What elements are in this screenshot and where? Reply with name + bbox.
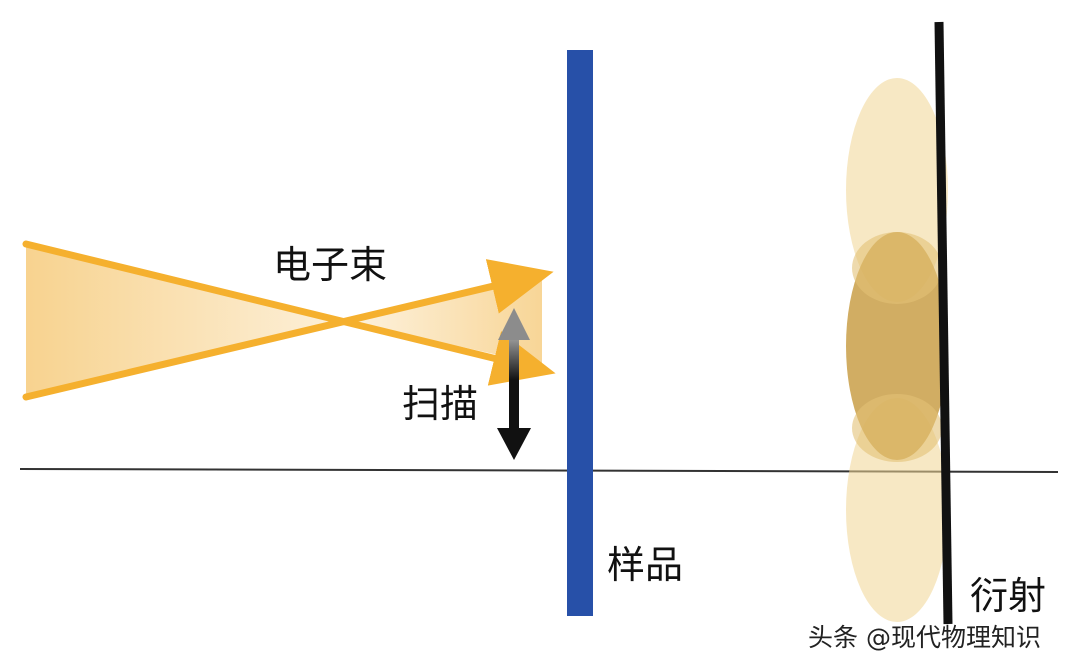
diffraction-overlap-bottom	[852, 394, 942, 462]
watermark-text: 头条 @现代物理知识	[808, 623, 1041, 652]
electron-beam-label: 电子束	[273, 243, 387, 287]
electron-beam	[22, 240, 556, 401]
sample-label: 样品	[607, 543, 683, 587]
beam-ray-upper	[22, 240, 556, 386]
diffraction-label: 衍射	[970, 574, 1046, 618]
diffraction-pattern	[846, 78, 948, 622]
scan-arrow-down-head	[497, 428, 531, 460]
scan-arrow-up-head	[498, 308, 530, 340]
detector-screen	[934, 21, 953, 625]
beam-cone-left	[26, 243, 343, 398]
beam-ray-lower	[22, 259, 554, 401]
scan-label: 扫描	[402, 382, 478, 426]
diffraction-overlap-top	[852, 232, 942, 304]
scan-arrow	[497, 308, 531, 460]
sample-plate	[567, 50, 593, 616]
